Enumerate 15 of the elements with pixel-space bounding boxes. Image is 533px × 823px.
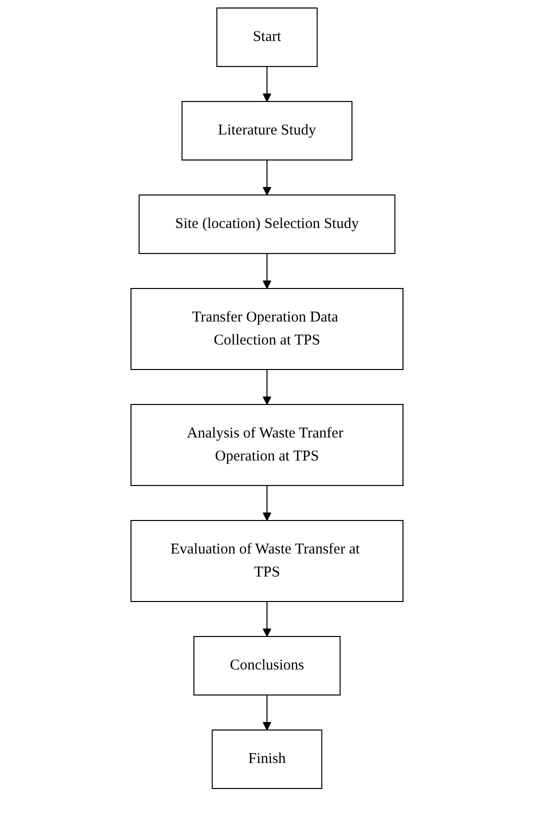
arrow [262, 369, 271, 405]
arrow [262, 253, 271, 289]
node-box: Conclusions [192, 636, 340, 696]
node-box: Start [216, 8, 318, 67]
node-box: Site (location) Selection Study [138, 194, 395, 254]
arrow [262, 601, 271, 637]
arrow [262, 694, 271, 730]
node-box: Analysis of Waste Tranfer Operation at TPS [130, 404, 403, 486]
arrow [262, 66, 271, 102]
node-box: Evaluation of Waste Transfer at TPS [130, 520, 403, 602]
arrow [262, 485, 271, 521]
node-box: Finish [211, 730, 322, 789]
node-box: Transfer Operation Data Collection at TPS [130, 288, 403, 370]
arrow [262, 160, 271, 196]
node-box: Literature Study [181, 101, 352, 160]
